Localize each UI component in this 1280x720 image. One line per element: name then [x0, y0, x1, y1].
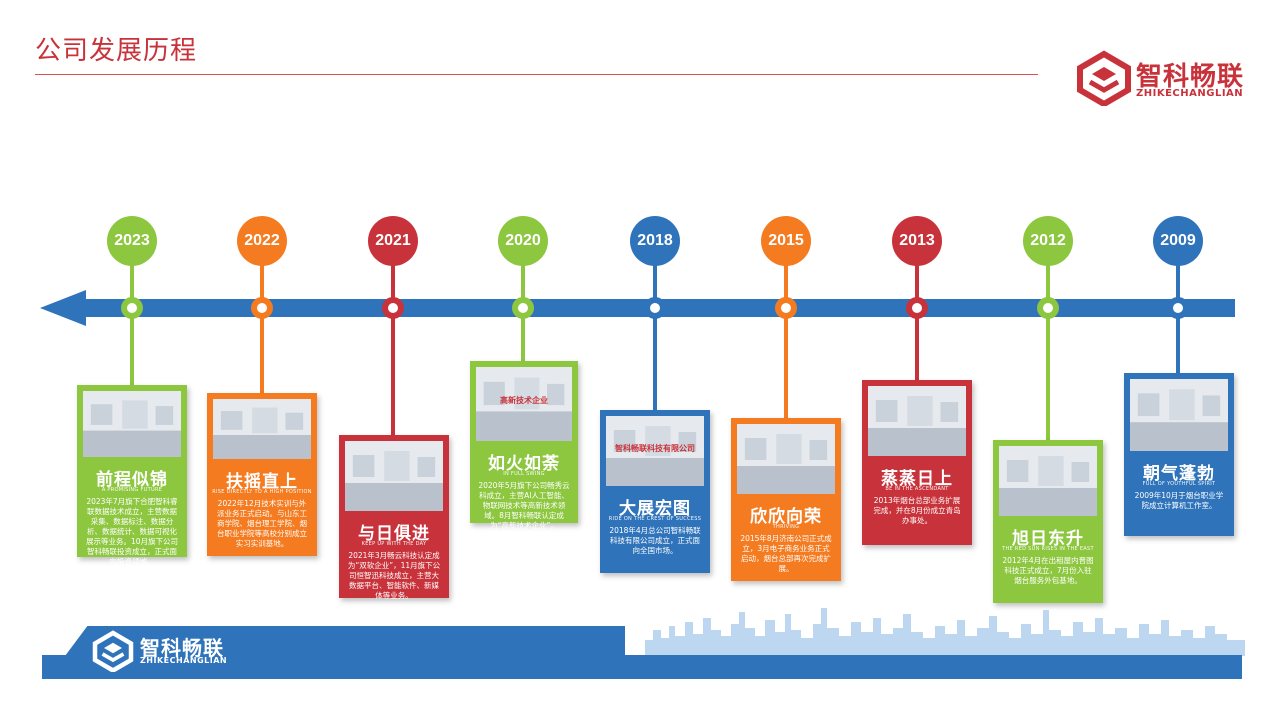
card-connector — [260, 318, 264, 393]
milestone-title: 蒸蒸日上 — [881, 469, 953, 489]
year-connector — [784, 264, 788, 298]
year-badge: 2021 — [368, 216, 418, 266]
milestone-description: 2012年4月在出租屋内晋图科技正式成立，7月份入驻烟台服务外包基地。 — [1002, 556, 1094, 585]
footer-band — [42, 655, 1242, 679]
milestone-photo — [1130, 379, 1228, 451]
year-badge: 2018 — [630, 216, 680, 266]
year-badge: 2009 — [1153, 216, 1203, 266]
timeline-node — [512, 297, 534, 319]
milestone-photo — [999, 446, 1097, 516]
milestone-subtitle: RISE DIRECTLY TO A HIGH POSITION — [212, 489, 312, 495]
footer-logo-band — [65, 626, 625, 656]
year-badge: 2020 — [498, 216, 548, 266]
timeline-node — [121, 297, 143, 319]
milestone-title: 与日俱进 — [358, 524, 430, 544]
milestone-description: 2018年4月总公司智科畅联科技有限公司成立，正式面向全国市场。 — [609, 526, 701, 555]
city-skyline-icon — [645, 608, 1245, 656]
card-connector — [1176, 318, 1180, 373]
card-connector — [653, 318, 657, 410]
milestone-description: 2009年10月于烟台职业学院成立计算机工作室。 — [1134, 491, 1224, 510]
card-connector — [1046, 318, 1050, 440]
milestone-description: 2023年7月旗下合肥智科睿联数据技术成立，主营数据采集、数据标注、数据分析、数… — [85, 497, 179, 566]
milestone-title: 如火如荼 — [488, 454, 560, 474]
milestone-title: 大展宏图 — [619, 499, 691, 519]
timeline-node — [644, 297, 666, 319]
card-connector — [915, 318, 919, 380]
logo-name-en: ZHIKECHANGLIAN — [1136, 88, 1244, 99]
milestone-description: 2013年烟台总部业务扩展完成，并在8月份成立青岛办事处。 — [873, 496, 961, 525]
year-connector — [130, 264, 134, 298]
card-connector — [521, 318, 525, 361]
milestone-title: 扶摇直上 — [226, 472, 298, 492]
footer-logo-name-en: ZHIKECHANGLIAN — [140, 656, 228, 665]
year-connector — [653, 264, 657, 298]
milestone-subtitle: KEEP UP WITH THE DAY — [361, 541, 427, 547]
photo-caption: 高新技术企业 — [500, 396, 548, 406]
footer-logo-name-cn: 智科畅联 — [140, 636, 224, 660]
milestone-title: 朝气蓬勃 — [1143, 464, 1215, 484]
year-badge: 2015 — [761, 216, 811, 266]
year-connector — [521, 264, 525, 298]
timeline-node — [775, 297, 797, 319]
milestone-photo — [737, 424, 835, 494]
milestone-description: 2015年8月济南公司正式成立，3月电子商务业务正式启动，烟台总部再次完成扩展。 — [740, 534, 832, 573]
milestone-subtitle: THRIVING — [772, 524, 800, 530]
year-connector — [915, 264, 919, 298]
card-connector — [130, 318, 134, 385]
logo-mark-icon — [1077, 50, 1131, 106]
milestone-title: 前程似锦 — [96, 470, 168, 490]
year-connector — [1176, 264, 1180, 298]
milestone-subtitle: RIDE ON THE CREST OF SUCCESS — [608, 516, 702, 522]
company-logo: 智科畅联 ZHIKECHANGLIAN — [1076, 50, 1256, 110]
title-divider — [35, 74, 1038, 75]
milestone-photo — [213, 399, 311, 459]
milestone-description: 2020年5月旗下公司畅秀云科成立，主营AI人工智能、物联网技术等高新技术领域。… — [478, 481, 570, 530]
milestone-photo: 智科畅联科技有限公司 — [606, 416, 704, 486]
page-title: 公司发展历程 — [35, 36, 198, 66]
year-badge: 2023 — [107, 216, 157, 266]
card-connector — [391, 318, 395, 435]
logo-name-cn: 智科畅联 — [1136, 62, 1245, 92]
milestone-description: 2021年3月畅云科技认定成为“双软企业”，11月旗下公司恒智迅科技成立，主营大… — [347, 551, 441, 600]
card-connector — [784, 318, 788, 418]
milestone-photo: 高新技术企业 — [476, 367, 572, 441]
milestone-title: 欣欣向荣 — [750, 507, 822, 527]
timeline-node — [1037, 297, 1059, 319]
milestone-subtitle: THE RED SUN RISES IN THE EAST — [1002, 546, 1094, 552]
milestone-photo — [345, 441, 443, 511]
milestone-title: 旭日东升 — [1012, 529, 1084, 549]
year-badge: 2012 — [1023, 216, 1073, 266]
milestone-photo — [868, 386, 966, 456]
timeline-node — [906, 297, 928, 319]
year-connector — [391, 264, 395, 298]
milestone-subtitle: FULL OF YOUTHFUL SPIRIT — [1142, 481, 1216, 487]
milestone-photo — [83, 391, 181, 457]
year-badge: 2013 — [892, 216, 942, 266]
milestone-description: 2022年12月技术实训与外派业务正式启动。与山东工商学院、烟台理工学院、烟台职… — [217, 499, 307, 548]
footer-logo-mark-icon — [92, 630, 134, 672]
timeline-node — [1167, 297, 1189, 319]
timeline-node — [382, 297, 404, 319]
milestone-subtitle: A PROMISING FUTURE — [101, 487, 163, 493]
year-badge: 2022 — [237, 216, 287, 266]
timeline-node — [251, 297, 273, 319]
milestone-subtitle: IN FULL SWING — [503, 471, 545, 477]
year-connector — [1046, 264, 1050, 298]
year-connector — [260, 264, 264, 298]
photo-caption: 智科畅联科技有限公司 — [615, 443, 695, 453]
milestone-subtitle: BE IN THE ASCENDANT — [885, 486, 949, 492]
